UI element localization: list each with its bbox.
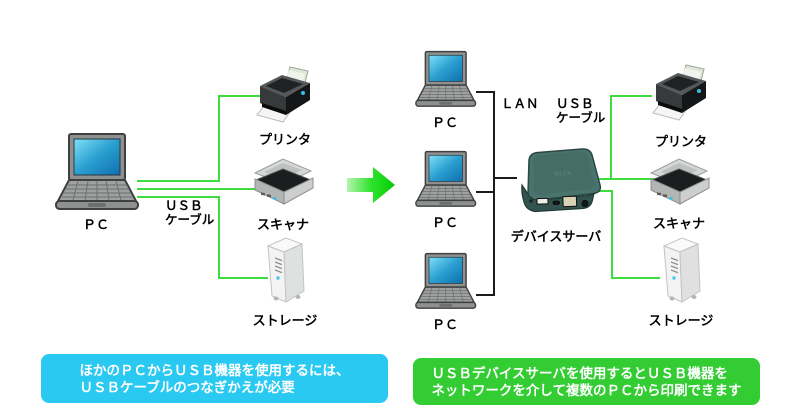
pc3-label: ＰＣ [431, 317, 458, 332]
lan-line-server [493, 177, 517, 179]
server-usb-line-printer-feed [610, 95, 652, 97]
usb-cable-line-printer-h [137, 180, 220, 182]
server-usb-line-printer-riser [610, 95, 612, 180]
lan-line-vertical [493, 91, 495, 296]
right-callout-line2: ネットワークを介して複数のＰＣから印刷できます [431, 382, 742, 398]
printer-icon [254, 66, 316, 124]
storage-icon-right [652, 236, 710, 306]
laptop-icon-3 [413, 250, 477, 314]
laptop-icon [52, 133, 140, 213]
storage-label: ストレージ [252, 313, 318, 328]
scanner-label-right: スキャナ [652, 216, 705, 231]
storage-icon [256, 236, 314, 306]
right-callout-line1: ＵＳＢデバイスサーバを使用するとＵＳＢ機器を [431, 365, 728, 381]
left-callout-text: ほかのＰＣからＵＳＢ機器を使用するには、 ＵＳＢケーブルのつなぎかえが必要 [80, 362, 350, 396]
server-usb-line-storage-riser [611, 190, 613, 279]
right-callout-box: ＵＳＢデバイスサーバを使用するとＵＳＢ機器を ネットワークを介して複数のＰＣから… [413, 358, 760, 405]
usb-cable-line-storage-feed [218, 277, 268, 279]
lan-line-pc3 [476, 294, 495, 296]
lan-line-pc2 [476, 191, 495, 193]
printer-icon-right [650, 64, 712, 122]
usb-cable-label-right: ＵＳＢ ケーブル [556, 97, 605, 125]
usb-cable-line-printer-riser [218, 95, 220, 182]
left-callout-line1: ほかのＰＣからＵＳＢ機器を使用するには、 [79, 362, 350, 378]
printer-label: プリンタ [258, 132, 311, 147]
device-server-icon [508, 146, 604, 222]
laptop-icon-2 [413, 148, 477, 212]
scanner-label: スキャナ [256, 217, 309, 232]
server-usb-line-storage-branch [594, 190, 613, 192]
pc-label: ＰＣ [82, 217, 109, 232]
usb-cable-line-scanner [137, 188, 258, 190]
laptop-icon-1 [413, 48, 477, 112]
right-callout-text: ＵＳＢデバイスサーバを使用するとＵＳＢ機器を ネットワークを介して複数のＰＣから… [431, 365, 741, 399]
usb-cable-label-line1: ＵＳＢ [165, 199, 203, 213]
printer-label-right: プリンタ [654, 134, 707, 149]
scanner-icon [251, 157, 315, 213]
usb-cable-line-printer-feed [218, 95, 264, 97]
pc2-label: ＰＣ [431, 215, 458, 230]
usb-cable-line-storage-riser [218, 196, 220, 279]
usb-cable-label: ＵＳＢ ケーブル [165, 199, 214, 227]
scanner-icon-right [647, 157, 711, 213]
server-usb-line-scanner [596, 178, 654, 180]
arrow-right-icon [346, 163, 396, 207]
left-callout-line2: ＵＳＢケーブルのつなぎかえが必要 [79, 379, 295, 395]
lan-label: ＬＡＮ [501, 97, 539, 111]
usb-cable-label-line2: ケーブル [165, 213, 215, 227]
device-server-label: デバイスサーバ [510, 229, 602, 244]
storage-label-right: ストレージ [648, 313, 714, 328]
usb-cable-line-storage-h [137, 196, 220, 198]
pc1-label: ＰＣ [431, 115, 458, 130]
server-usb-line-storage-feed [611, 277, 660, 279]
usb-cable-label-right-line1: ＵＳＢ [556, 97, 594, 111]
lan-line-pc1 [476, 91, 495, 93]
left-callout-box: ほかのＰＣからＵＳＢ機器を使用するには、 ＵＳＢケーブルのつなぎかえが必要 [41, 354, 388, 403]
usb-cable-label-right-line2: ケーブル [556, 111, 606, 125]
